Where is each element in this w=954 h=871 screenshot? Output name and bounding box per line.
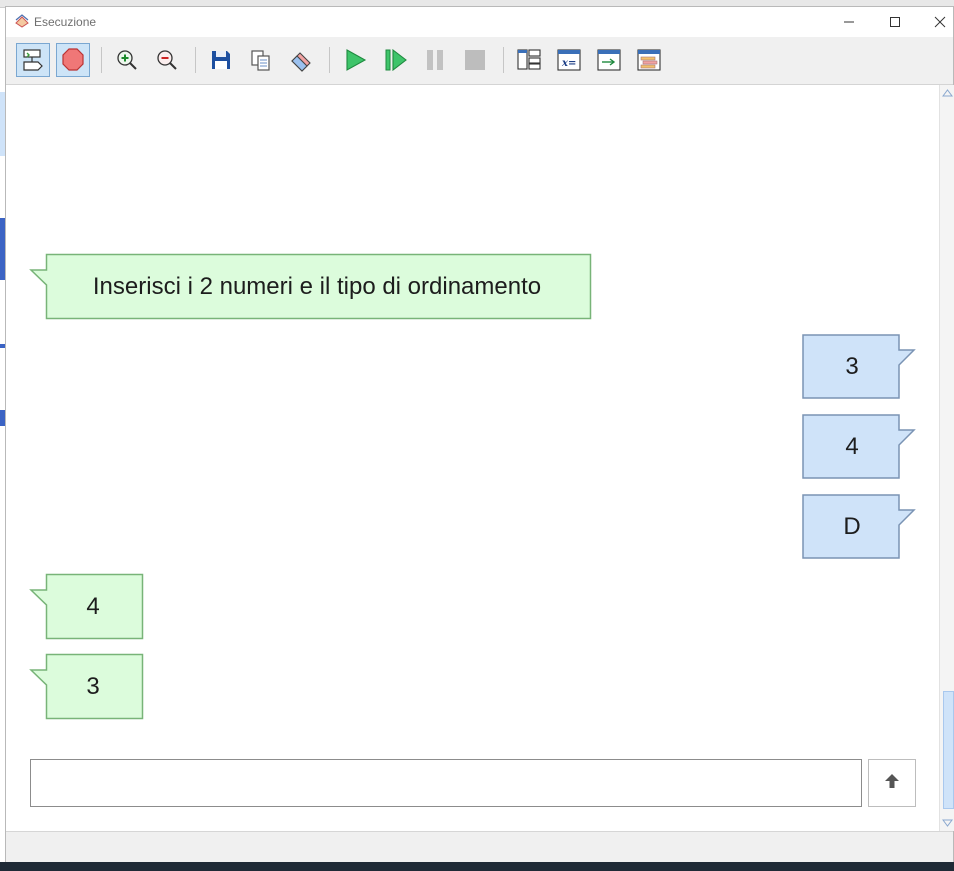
input-message: 4: [802, 414, 917, 480]
minimize-button[interactable]: [826, 7, 871, 37]
app-icon: [14, 14, 30, 30]
send-button[interactable]: [868, 759, 916, 807]
variables-icon[interactable]: x=: [552, 43, 586, 77]
save-icon[interactable]: [204, 43, 238, 77]
execution-window: Esecuzione: [5, 6, 954, 865]
arrow-up-icon: [883, 772, 901, 794]
vertical-scrollbar[interactable]: [939, 85, 954, 831]
input-message-text: 4: [845, 433, 859, 460]
stop-sign-icon[interactable]: [56, 43, 90, 77]
step-icon[interactable]: [378, 43, 412, 77]
output-icon[interactable]: [592, 43, 626, 77]
stack-icon[interactable]: [632, 43, 666, 77]
layout-panel-icon[interactable]: [512, 43, 546, 77]
input-message-text: D: [843, 513, 861, 540]
run-icon[interactable]: [338, 43, 372, 77]
output-message: 4: [26, 573, 145, 640]
flowchart-mode-icon[interactable]: [16, 43, 50, 77]
zoom-out-icon[interactable]: [150, 43, 184, 77]
copy-icon[interactable]: [244, 43, 278, 77]
console-area: Inserisci i 2 numeri e il tipo di ordina…: [6, 85, 939, 831]
eraser-icon[interactable]: [284, 43, 318, 77]
input-message: 3: [802, 334, 917, 400]
scrollbar-thumb[interactable]: [943, 691, 954, 809]
input-message: D: [802, 494, 917, 560]
output-message: Inserisci i 2 numeri e il tipo di ordina…: [26, 253, 593, 320]
maximize-button[interactable]: [872, 7, 917, 37]
console-input[interactable]: [30, 759, 862, 807]
output-message-text: 3: [86, 673, 100, 700]
background-app-edge: [0, 84, 5, 864]
output-message-text: 4: [86, 593, 100, 620]
status-bar: [6, 831, 953, 865]
window-title: Esecuzione: [34, 15, 97, 29]
stop-icon[interactable]: [458, 43, 492, 77]
title-bar: Esecuzione: [6, 7, 953, 37]
input-message-text: 3: [845, 353, 859, 380]
pause-icon[interactable]: [418, 43, 452, 77]
zoom-in-icon[interactable]: [110, 43, 144, 77]
close-button[interactable]: [917, 7, 954, 37]
taskbar: [0, 862, 954, 871]
output-message: 3: [26, 653, 145, 720]
svg-text:x=: x=: [561, 58, 576, 69]
toolbar: x=: [6, 37, 953, 85]
output-message-text: Inserisci i 2 numeri e il tipo di ordina…: [92, 273, 542, 300]
